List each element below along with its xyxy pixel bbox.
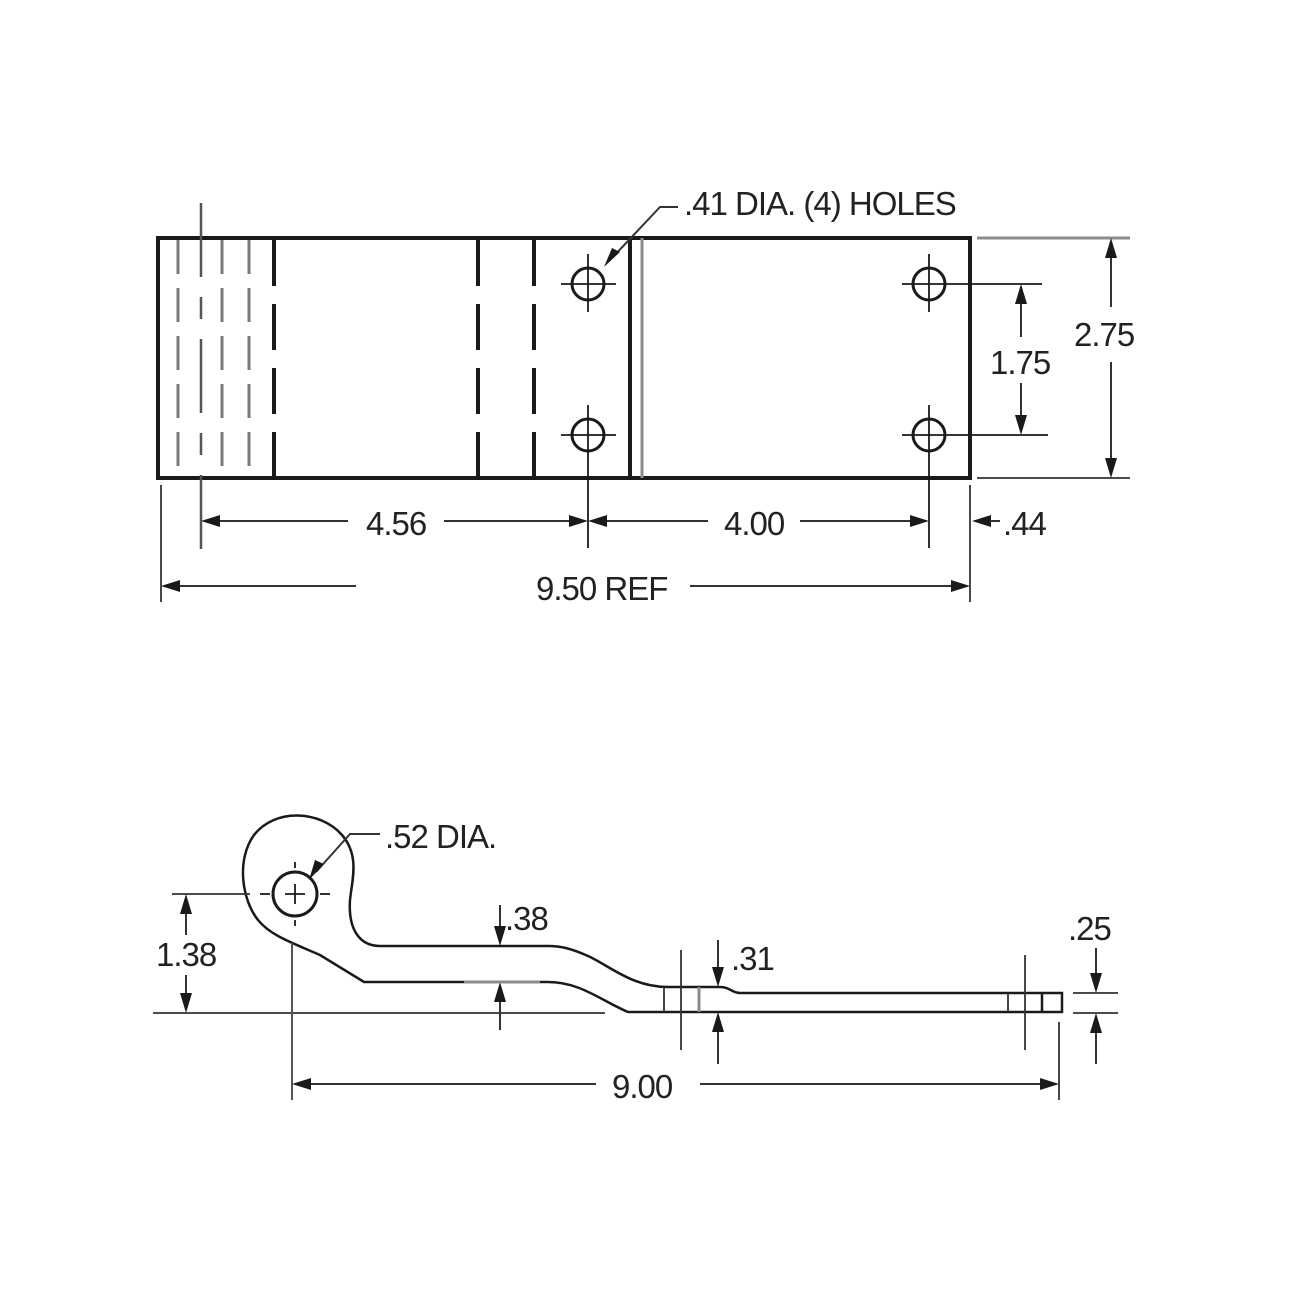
dim-step-thickness: .31 [731, 940, 774, 977]
mounting-hole-1 [561, 254, 616, 312]
dim-4-00 [588, 515, 929, 527]
dim-4-56 [201, 515, 588, 527]
step-hole-right [1007, 955, 1044, 1050]
mounting-hole-2 [561, 405, 616, 548]
dim-hole-to-end: .44 [1003, 505, 1047, 542]
dim-9-50-ref [161, 580, 970, 592]
bend-hidden-lines [272, 240, 536, 478]
dim-offset-thickness: .38 [505, 900, 548, 937]
dim-1-75 [1015, 284, 1027, 435]
dim-0-31 [712, 940, 724, 1064]
top-view: .41 DIA. (4) HOLES 1.75 2.75 [156, 185, 1135, 607]
side-view: .52 DIA. 1.38 .38 [153, 814, 1118, 1105]
pivot-hole [260, 862, 330, 926]
strap-profile [241, 814, 1064, 1014]
dim-pivot-to-end: 9.00 [612, 1068, 673, 1105]
dim-0-44 [972, 515, 1000, 527]
dim-0-38 [464, 905, 540, 1030]
mounting-hole-4 [902, 405, 1048, 548]
dim-1-38 [180, 894, 192, 1013]
dim-hole-spacing-vertical: 1.75 [990, 344, 1050, 381]
dim-end-thickness: .25 [1068, 910, 1111, 947]
knuckle-hidden-lines [176, 240, 251, 476]
dim-hole-to-hole-horizontal: 4.00 [724, 505, 785, 542]
dim-0-25 [1073, 948, 1118, 1064]
dim-overall-length: 9.50 REF [536, 570, 667, 607]
pivot-hole-leader [309, 833, 380, 880]
dim-9-00 [292, 1078, 1059, 1090]
dim-pivot-height: 1.38 [156, 936, 216, 973]
mounting-hole-3 [902, 254, 1042, 312]
holes-callout: .41 DIA. (4) HOLES [684, 185, 956, 222]
holes-leader [604, 206, 678, 267]
dim-2-75 [1105, 238, 1117, 478]
step-hole-left [663, 950, 701, 1050]
plate-outline [156, 236, 972, 480]
dim-overall-width: 2.75 [1074, 316, 1134, 353]
dim-pivot-to-first-hole: 4.56 [366, 505, 426, 542]
pivot-hole-callout: .52 DIA. [385, 818, 496, 855]
